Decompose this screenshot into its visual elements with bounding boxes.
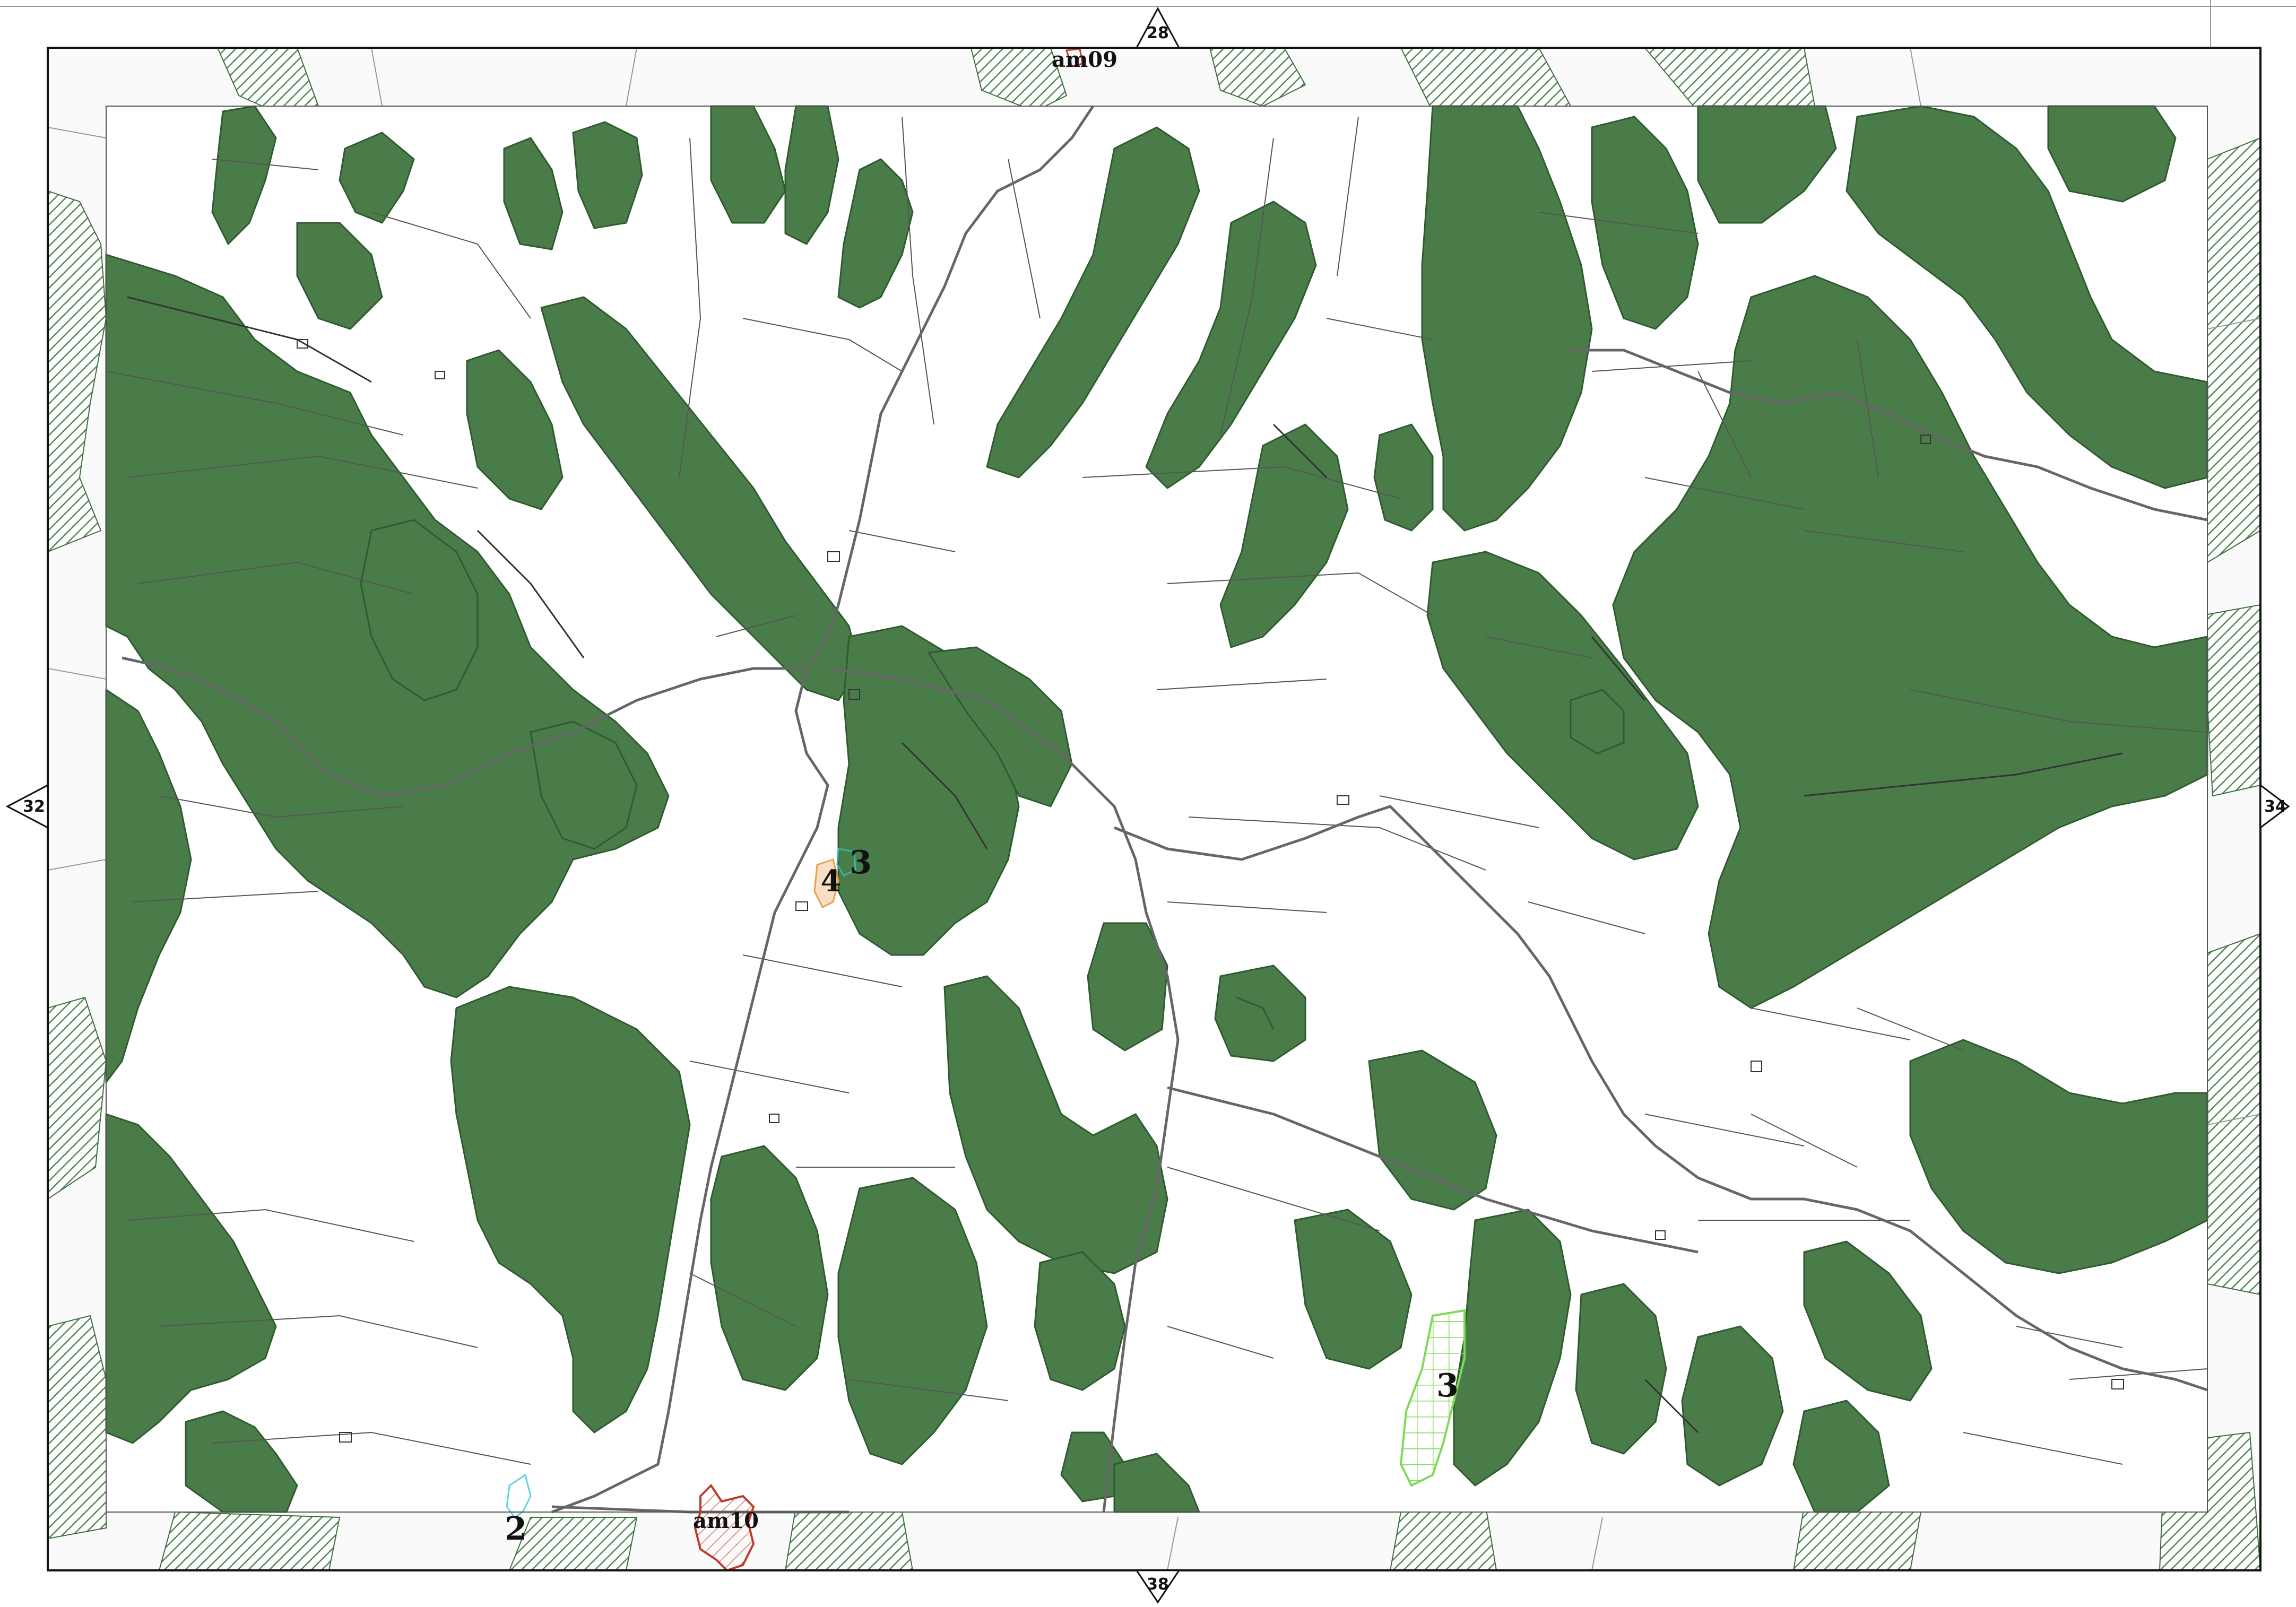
- label-am09: am09: [1052, 47, 1117, 72]
- arrow-east-label: 34: [2264, 797, 2286, 816]
- arrow-west[interactable]: 32: [5, 784, 49, 829]
- label-zone-3-center: 3: [850, 844, 872, 881]
- buildings: [297, 339, 2124, 1443]
- map-body: [105, 105, 2208, 1514]
- forest-areas: [105, 105, 2208, 1513]
- arrow-north-label: 28: [1147, 24, 1169, 42]
- arrow-west-label: 32: [23, 797, 45, 816]
- arrow-east[interactable]: 34: [2259, 783, 2290, 830]
- zone-am09[interactable]: [1065, 48, 1084, 67]
- zone-3-center[interactable]: [836, 848, 856, 876]
- tracks: [127, 296, 2123, 1434]
- zone-3-south[interactable]: [1399, 1309, 1466, 1487]
- roads: [122, 105, 2208, 1514]
- inner-frame: [106, 106, 2208, 1513]
- parcel-lines: [106, 116, 2208, 1465]
- label-zone-3-south: 3: [1436, 1367, 1459, 1404]
- arrow-north[interactable]: 28: [1135, 6, 1181, 49]
- zone-4[interactable]: [813, 858, 839, 909]
- label-zone-4: 4: [821, 864, 842, 899]
- zone-am10[interactable]: [694, 1483, 755, 1572]
- label-zone-2: 2: [505, 1510, 527, 1548]
- label-am10: am10: [693, 1508, 759, 1533]
- arrow-south-label: 38: [1147, 1575, 1169, 1594]
- arrow-south[interactable]: 38: [1135, 1569, 1181, 1604]
